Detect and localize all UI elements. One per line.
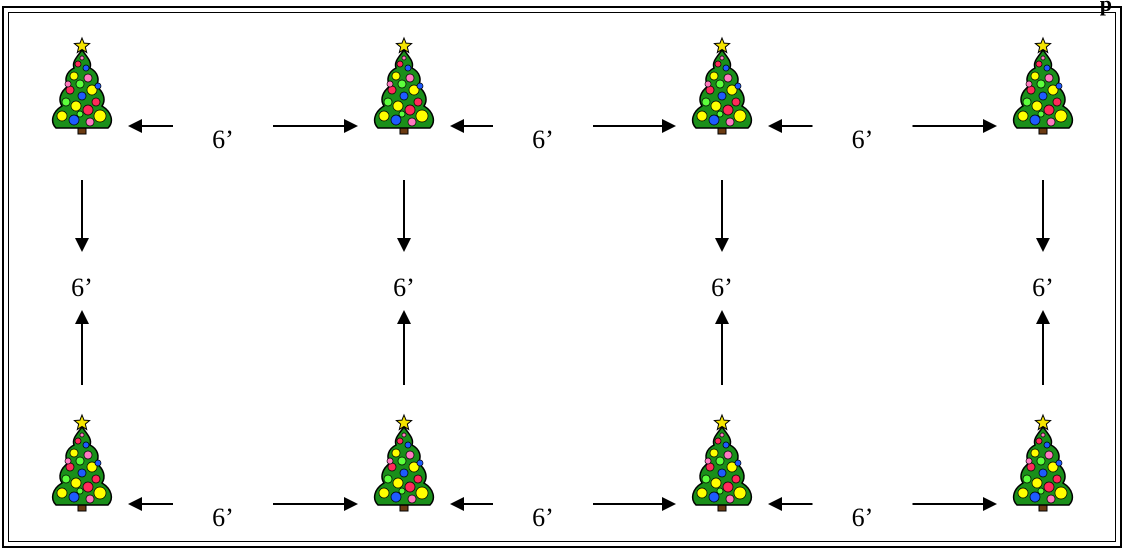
header-cut-text: p [1099,0,1112,16]
tree-bottom-4 [1012,413,1074,512]
tree-bottom-1 [51,413,113,512]
label-column-spacing-1: 6’ [71,273,93,302]
label-top-spacing-3: 6’ [852,125,874,154]
inner-border [8,12,1116,542]
label-column-spacing-4: 6’ [1032,273,1054,302]
label-top-spacing-1: 6’ [212,125,234,154]
tree-top-3 [691,36,753,135]
tree-top-2 [373,36,435,135]
label-column-spacing-2: 6’ [393,273,415,302]
tree-top-4 [1012,36,1074,135]
label-bottom-spacing-3: 6’ [852,503,874,532]
label-top-spacing-2: 6’ [532,125,554,154]
tree-bottom-2 [373,413,435,512]
tree-bottom-3 [691,413,753,512]
tree-top-1 [51,36,113,135]
label-bottom-spacing-1: 6’ [212,503,234,532]
label-column-spacing-3: 6’ [711,273,733,302]
label-bottom-spacing-2: 6’ [532,503,554,532]
